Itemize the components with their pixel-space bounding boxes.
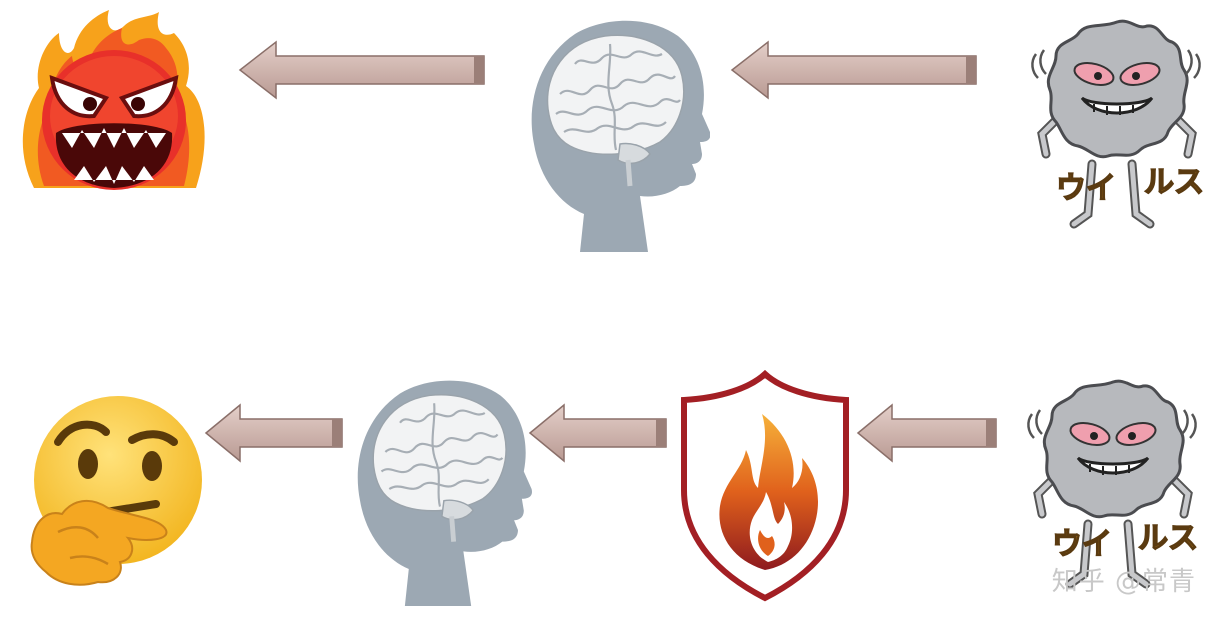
virus-character-icon-row2: ウイ ルス [1018,374,1208,596]
arrow-row1-right [730,40,980,100]
arrow-row2-c [856,403,1000,463]
watermark: 知乎 @常青 [1051,567,1196,597]
arrow-row2-b [528,403,670,463]
fire-shield-icon [680,370,850,602]
virus-label-right: ルス [1143,165,1205,200]
virus-label-left-row2: ウイ [1051,527,1113,562]
arrow-row2-a [204,403,346,463]
virus-label-left: ウイ [1055,171,1117,206]
arrow-row1-left [238,40,488,100]
virus-label-right-row2: ルス [1137,521,1199,556]
brain-head-silhouette-icon [520,14,710,252]
thinking-face-emoji-icon [28,392,204,592]
brain-head-silhouette-icon-row2 [346,374,532,606]
virus-character-icon-row1: ウイ ルス [1022,14,1212,236]
angry-fire-emoji-icon [14,8,214,198]
